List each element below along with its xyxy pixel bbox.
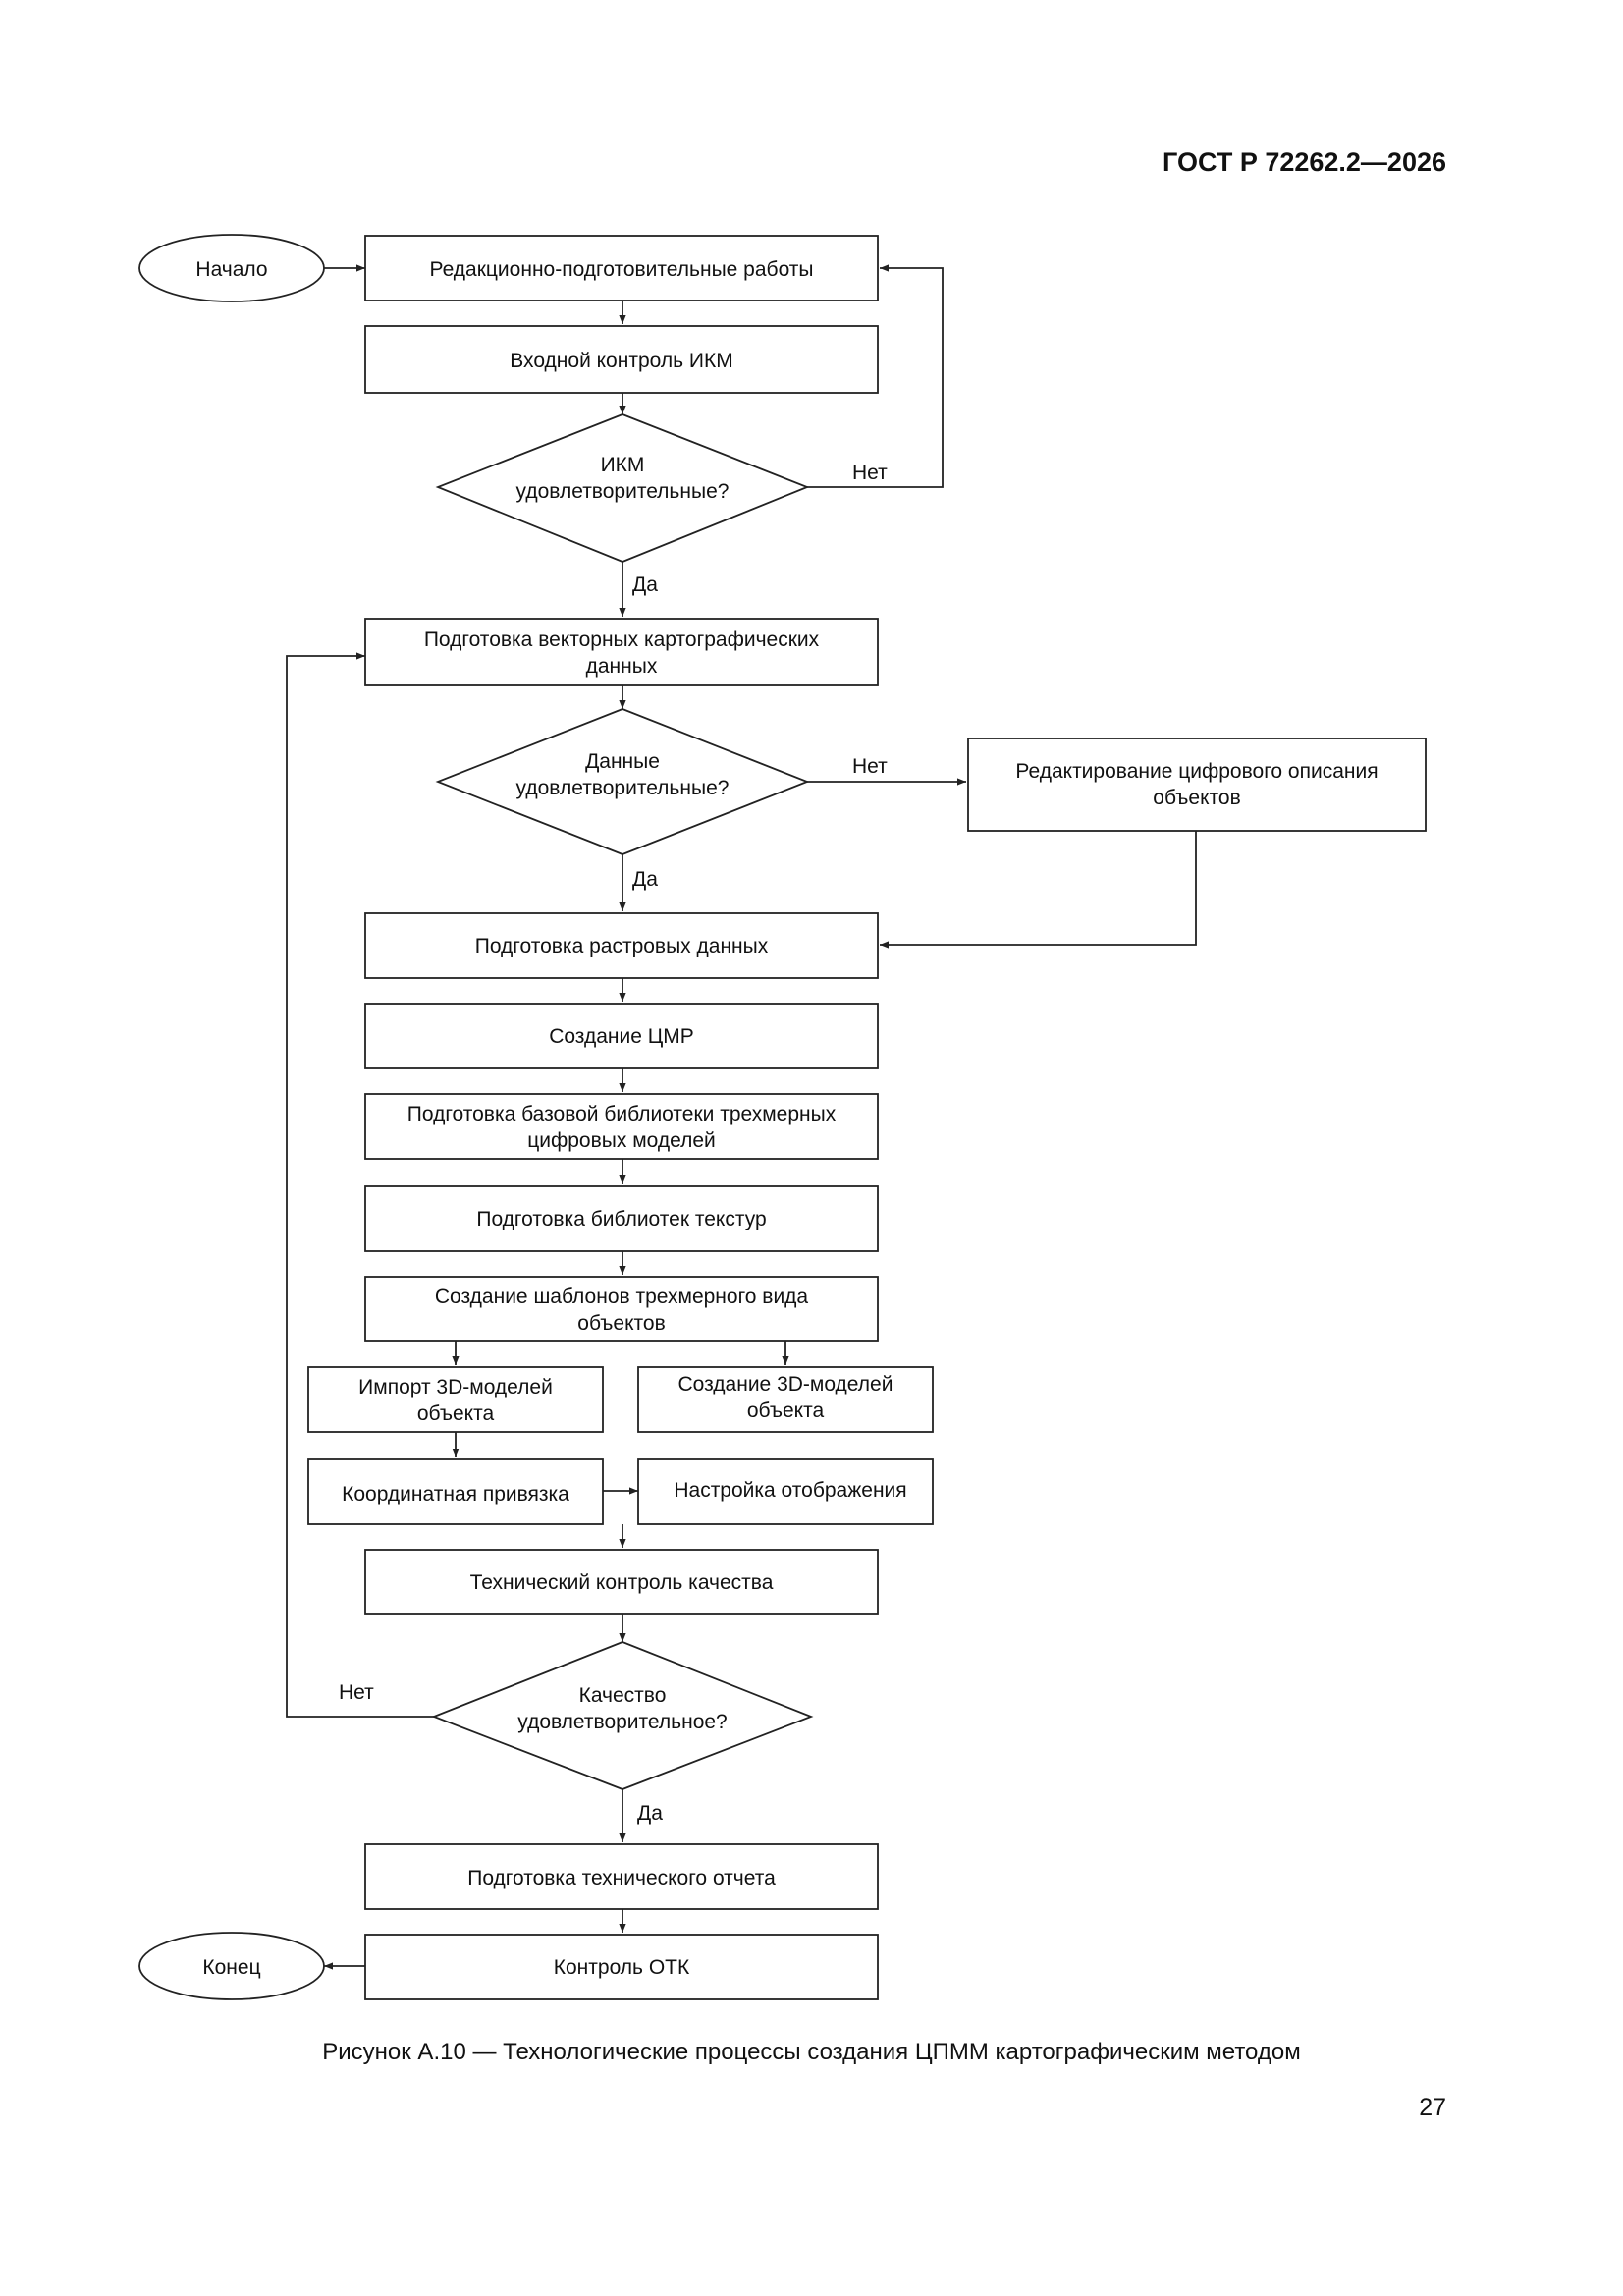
svg-text:Данные: Данные [585, 750, 660, 773]
page-number: 27 [1419, 2094, 1446, 2121]
figure-caption: Рисунок А.10 — Технологические процессы … [322, 2039, 1301, 2065]
svg-text:Входной контроль ИКМ: Входной контроль ИКМ [510, 350, 732, 372]
svg-text:Редакционно-подготовительные р: Редакционно-подготовительные работы [429, 258, 813, 281]
svg-text:данных: данных [586, 655, 658, 678]
svg-text:объектов: объектов [577, 1312, 665, 1335]
start-terminal: Начало [138, 234, 325, 302]
svg-text:Настройка отображения: Настройка отображения [674, 1479, 906, 1502]
svg-text:Подготовка технического отчета: Подготовка технического отчета [467, 1867, 776, 1889]
step-model-library: Подготовка базовой библиотеки трехмерных… [364, 1093, 879, 1160]
step-georeference: Координатная привязка [307, 1458, 604, 1525]
label-yes-data: Да [632, 868, 658, 891]
svg-text:Создание 3D-моделей: Создание 3D-моделей [678, 1373, 893, 1395]
label-no-data: Нет [852, 755, 888, 778]
decision-data: Данные удовлетворительные? [435, 708, 810, 855]
svg-text:объекта: объекта [417, 1402, 495, 1425]
svg-text:удовлетворительные?: удовлетворительные? [516, 480, 730, 503]
connectors [286, 264, 1197, 1970]
svg-text:Качество: Качество [579, 1684, 667, 1707]
svg-text:Координатная привязка: Координатная привязка [342, 1483, 569, 1505]
step-vector-data: Подготовка векторных картографических да… [364, 618, 879, 686]
decision-quality: Качество удовлетворительное? [431, 1641, 814, 1790]
svg-text:удовлетворительное?: удовлетворительное? [517, 1711, 727, 1733]
svg-text:объекта: объекта [747, 1399, 825, 1422]
svg-text:Начало: Начало [195, 258, 267, 281]
step-quality-control: Технический контроль качества [364, 1549, 879, 1615]
step-textures: Подготовка библиотек текстур [364, 1185, 879, 1252]
svg-text:Технический контроль качества: Технический контроль качества [470, 1571, 774, 1594]
svg-text:Подготовка библиотек текстур: Подготовка библиотек текстур [476, 1208, 766, 1230]
svg-text:Импорт 3D-моделей: Импорт 3D-моделей [358, 1376, 553, 1398]
step-dem: Создание ЦМР [364, 1003, 879, 1069]
document-header: ГОСТ Р 72262.2—2026 [1163, 147, 1446, 177]
step-import-3d: Импорт 3D-моделей объекта [307, 1366, 604, 1433]
svg-text:Подготовка векторных картограф: Подготовка векторных картографических [424, 629, 820, 651]
step-display-settings: Настройка отображения [637, 1458, 934, 1525]
label-yes-quality: Да [637, 1802, 663, 1825]
svg-text:Редактирование цифрового описа: Редактирование цифрового описания [1015, 760, 1378, 783]
step-technical-report: Подготовка технического отчета [364, 1843, 879, 1910]
svg-text:удовлетворительные?: удовлетворительные? [516, 777, 730, 799]
svg-text:Создание шаблонов трехмерного: Создание шаблонов трехмерного вида [435, 1285, 809, 1308]
step-edit-description: Редактирование цифрового описания объект… [967, 738, 1427, 832]
step-create-3d: Создание 3D-моделей объекта [637, 1366, 934, 1433]
label-yes-ikm: Да [632, 574, 658, 596]
step-input-control: Входной контроль ИКМ [364, 325, 879, 394]
svg-text:ИКМ: ИКМ [601, 454, 645, 476]
svg-text:Конец: Конец [202, 1956, 260, 1979]
svg-text:Создание ЦМР: Создание ЦМР [549, 1025, 694, 1048]
svg-text:цифровых моделей: цифровых моделей [527, 1129, 716, 1152]
svg-text:Подготовка растровых данных: Подготовка растровых данных [475, 935, 769, 957]
step-otk-control: Контроль ОТК [364, 1934, 879, 2000]
label-no-ikm: Нет [852, 462, 888, 484]
decision-ikm: ИКМ удовлетворительные? [435, 413, 810, 563]
step-editorial: Редакционно-подготовительные работы [364, 235, 879, 301]
step-templates: Создание шаблонов трехмерного вида объек… [364, 1276, 879, 1342]
end-terminal: Конец [138, 1932, 325, 2000]
svg-text:объектов: объектов [1153, 787, 1240, 809]
svg-text:Контроль ОТК: Контроль ОТК [554, 1956, 690, 1979]
step-raster-data: Подготовка растровых данных [364, 912, 879, 979]
svg-text:Подготовка базовой библиотеки: Подготовка базовой библиотеки трехмерных [407, 1103, 837, 1125]
label-no-quality: Нет [339, 1681, 374, 1704]
